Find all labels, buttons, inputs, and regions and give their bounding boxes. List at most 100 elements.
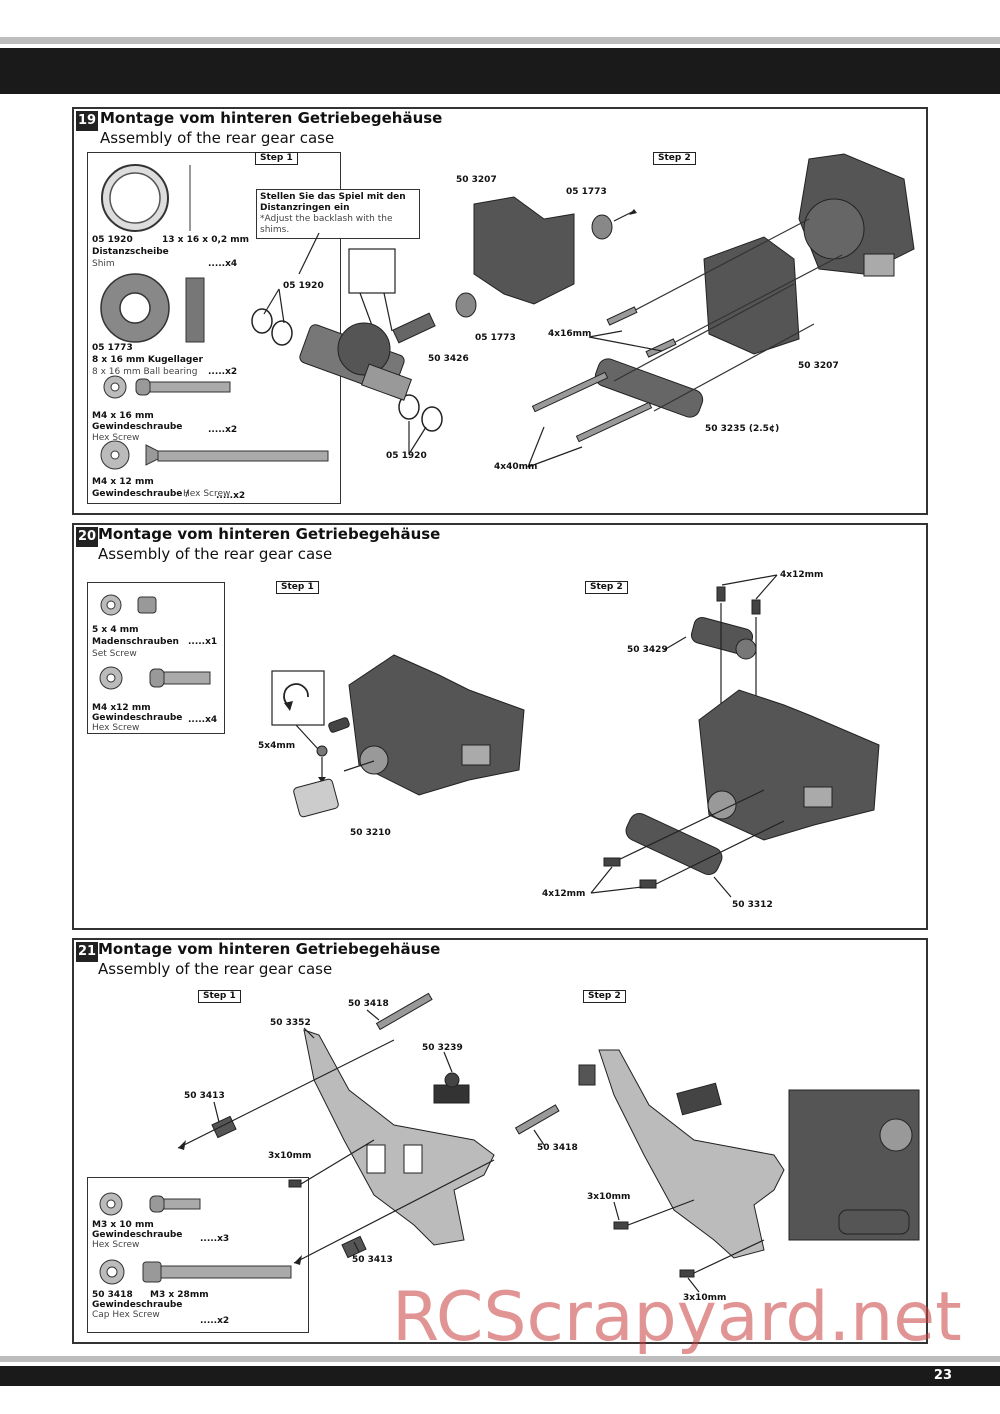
- section-number: 19: [76, 111, 98, 131]
- section-19-panel: 19 Montage vom hinteren Getriebegehäuse …: [72, 107, 928, 515]
- part-name-en: 8 x 16 mm Ball bearing: [92, 367, 198, 377]
- part-code: M4 x12 mm: [92, 703, 151, 713]
- part-label: 50 3207: [456, 175, 497, 185]
- set-screw-icon: [137, 596, 157, 614]
- callout-line: [527, 446, 583, 468]
- callout-line: [263, 288, 280, 315]
- part-code: 05 1920: [92, 235, 133, 245]
- step-2-label: Step 2: [585, 581, 628, 594]
- part-name-de: Distanzscheibe: [92, 247, 169, 257]
- shock-tower-assembled-icon: [598, 1049, 785, 1259]
- part-code: M4 x 12 mm: [92, 477, 154, 487]
- long-screw-icon: [575, 401, 653, 443]
- ball-stud-icon: [341, 1235, 367, 1259]
- shim-icon: [398, 394, 420, 420]
- gear-case-half-icon: [473, 196, 575, 305]
- callout-line: [303, 1027, 315, 1039]
- assembly-diagram-19: [251, 153, 915, 468]
- ring-gear-icon: [337, 322, 391, 376]
- callout-line: [278, 288, 285, 324]
- part-label: 5x4mm: [258, 741, 296, 751]
- part-label: 50 3413: [352, 1255, 393, 1265]
- hex-screw-icon: [679, 1269, 695, 1278]
- ball-bearing-side-icon: [185, 277, 205, 343]
- part-label: 50 3235 (2.5¢): [705, 424, 780, 434]
- bottom-black-bar: [0, 1366, 1000, 1386]
- part-label: 3x10mm: [268, 1151, 312, 1161]
- shim-icon: [421, 406, 443, 432]
- part-label: 05 1920: [283, 281, 324, 291]
- hex-screw-icon: [613, 1221, 629, 1230]
- gear-case-assembly-icon: [698, 689, 880, 841]
- cap-hex-screw-icon: [514, 1104, 560, 1135]
- part-size: 13 x 16 x 0,2 mm: [162, 235, 250, 245]
- hex-screw-icon: [645, 338, 677, 358]
- callout-line: [687, 1277, 700, 1293]
- top-gray-bar: [0, 37, 1000, 44]
- hex-screw-icon: [639, 879, 657, 889]
- body-post-mount-icon: [433, 1084, 470, 1104]
- shim-icon: [251, 308, 273, 334]
- callout-line: [613, 1201, 620, 1221]
- step-1-label: Step 1: [276, 581, 319, 594]
- step-1-label: Step 1: [255, 152, 298, 165]
- ball-stud-icon: [578, 1064, 596, 1086]
- part-name-de: Gewindeschraube: [92, 422, 183, 432]
- part-label: 05 1773: [566, 187, 607, 197]
- assembly-diagram-20: [271, 574, 880, 898]
- assembly-diagram-21: [177, 992, 920, 1293]
- parts-illustrations: [100, 164, 329, 470]
- part-label: 50 3418: [537, 1143, 578, 1153]
- shim-icon: [271, 320, 293, 346]
- part-qty: .....x2: [208, 425, 238, 435]
- part-qty: .....x2: [216, 491, 246, 501]
- top-black-header-bar: [0, 48, 1000, 94]
- part-code: 5 x 4 mm: [92, 625, 139, 635]
- section-subtitle: Assembly of the rear gear case: [98, 545, 333, 563]
- callout-line: [366, 1009, 380, 1021]
- cap-hex-screw-icon: [375, 992, 433, 1031]
- body-post-mount-icon: [676, 1082, 722, 1116]
- shock-tower-icon: [303, 1029, 495, 1246]
- callout-line: [588, 330, 623, 338]
- section-title: Montage vom hinteren Getriebegehäuse: [98, 940, 441, 958]
- set-screw-icon: [328, 717, 350, 733]
- part-name-de: Gewindeschraube: [92, 713, 183, 723]
- parts-illustrations: [99, 594, 211, 690]
- part-name-en: Hex Screw: [92, 1240, 140, 1250]
- watermark: RCScrapyard.net: [392, 1278, 962, 1357]
- part-qty: .....x3: [200, 1234, 230, 1244]
- part-label: 4x40mm: [494, 462, 538, 472]
- hex-screw-icon: [288, 1179, 302, 1188]
- callout-line: [298, 232, 320, 275]
- part-label: 4x12mm: [780, 570, 824, 580]
- part-name-de: Gewindeschraube /: [92, 489, 189, 499]
- part-label: 50 3207: [798, 361, 839, 371]
- long-screw-icon: [531, 371, 609, 413]
- drive-cup-icon: [293, 778, 339, 818]
- gear-case-assembly-icon: [703, 236, 800, 355]
- step-2-label: Step 2: [653, 152, 696, 165]
- part-label: 05 1773: [475, 333, 516, 343]
- callout-line: [721, 574, 778, 586]
- bottom-gray-bar: [0, 1356, 1000, 1362]
- part-label: 05 1920: [386, 451, 427, 461]
- section-subtitle: Assembly of the rear gear case: [100, 129, 335, 147]
- ball-bearing-icon: [455, 292, 477, 318]
- callout-line: [663, 636, 687, 651]
- ball-stud-icon: [211, 1115, 237, 1139]
- part-label: 50 3429: [627, 645, 668, 655]
- part-qty: .....x1: [188, 637, 218, 647]
- callout-line: [713, 876, 732, 898]
- hex-screw-icon: [716, 586, 726, 602]
- backlash-note: Stellen Sie das Spiel mit den Distanzrin…: [256, 189, 420, 239]
- callout-line: [408, 426, 427, 455]
- part-label: 4x16mm: [548, 329, 592, 339]
- section-number: 20: [76, 527, 98, 547]
- part-label: 50 3418: [348, 999, 389, 1009]
- page-number: 23: [933, 1368, 952, 1383]
- part-name-en: Hex Screw: [92, 723, 140, 733]
- part-label: 50 3426: [428, 354, 469, 364]
- part-qty: .....x4: [188, 715, 218, 725]
- hinge-pin-holder-icon: [594, 358, 704, 418]
